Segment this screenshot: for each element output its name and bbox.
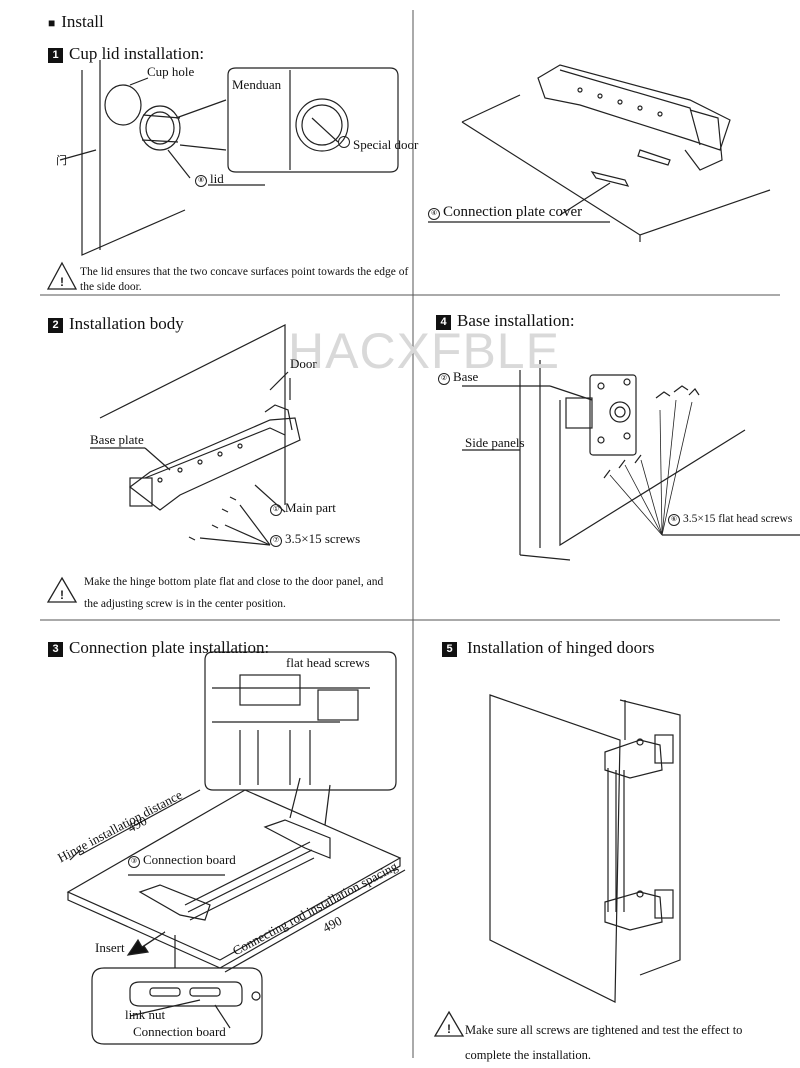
menduan-label: Menduan <box>232 77 282 92</box>
step-number-badge: 2 <box>48 318 63 333</box>
install-heading: ■Install <box>48 12 104 31</box>
step-number-badge: 4 <box>436 315 451 330</box>
cup-lid-illustration <box>59 60 399 256</box>
door-label: Door <box>290 356 317 371</box>
watermark: HACXFBLE <box>288 323 560 379</box>
connection-plate-cover-illustration <box>428 64 771 242</box>
insert-label: Insert <box>95 940 125 955</box>
special-door-label: Special door <box>338 136 418 153</box>
installation-body-illustration <box>90 324 301 546</box>
base-plate-label: Base plate <box>90 432 144 447</box>
step-number-badge: 3 <box>48 642 63 657</box>
connection-plate-illustration <box>66 651 406 1045</box>
base-installation-illustration <box>462 360 800 561</box>
step1-note: The lid ensures that the two concave sur… <box>80 266 409 293</box>
svg-text:!: ! <box>447 1022 451 1036</box>
circle-marker-icon <box>338 136 350 148</box>
cup-hole-label: Cup hole <box>147 64 195 79</box>
warning-icons <box>46 261 465 1037</box>
svg-text:!: ! <box>60 275 64 289</box>
svg-text:!: ! <box>60 588 64 602</box>
step5-note: Make sure all screws are tightened and t… <box>465 1023 743 1062</box>
hinged-door-illustration <box>489 694 681 1003</box>
side-panels-label: Side panels <box>465 435 525 450</box>
flat-head-screws-label: flat head screws <box>286 655 370 670</box>
connection-board-label-2: Connection board <box>133 1024 226 1039</box>
step-number-badge: 1 <box>48 48 63 63</box>
link-nut-label: link nut <box>125 1007 166 1022</box>
step-number-badge: 5 <box>442 642 457 657</box>
door-cn-label: 门 <box>56 154 67 167</box>
step2-note: Make the hinge bottom plate flat and clo… <box>84 576 384 610</box>
bullet-icon: ■ <box>48 16 56 30</box>
